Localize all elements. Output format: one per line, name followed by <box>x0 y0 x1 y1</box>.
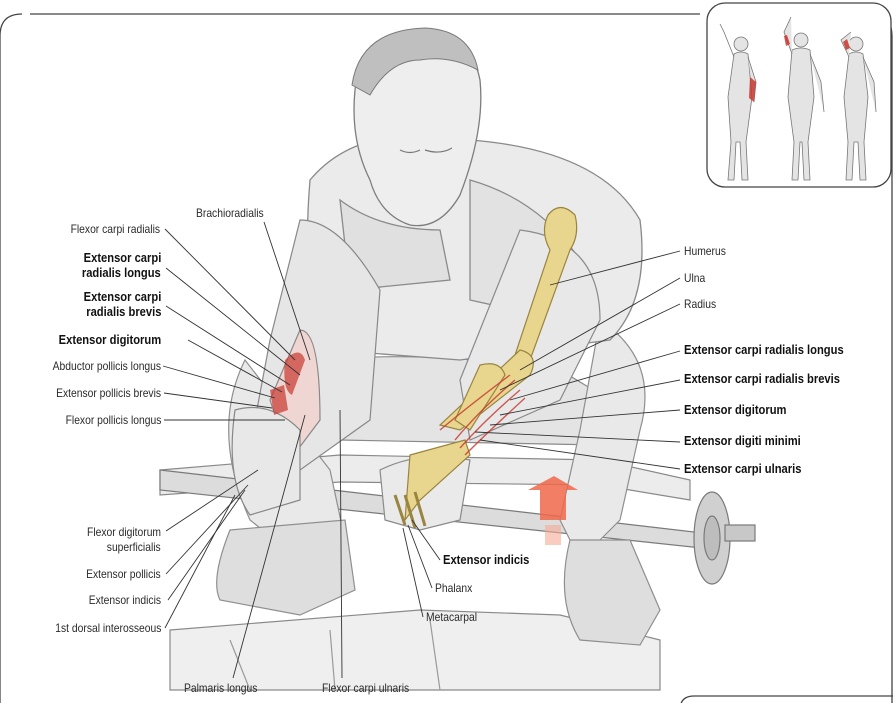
hand-bones <box>404 439 471 523</box>
label-extensor-carpi-radialis-longus-right: Extensor carpi radialis longus <box>684 342 844 357</box>
label-extensor-indicis-left: Extensor indicis <box>88 593 161 607</box>
label-metacarpal: Metacarpal <box>426 610 478 624</box>
label-extensor-carpi-radialis-brevis-2: radialis brevis <box>85 304 161 319</box>
bones <box>393 206 578 529</box>
bottom-right-corner-frame <box>679 695 893 703</box>
label-extensor-carpi-radialis-brevis-1: Extensor carpi <box>83 289 161 304</box>
label-extensor-pollicis-brevis: Extensor pollicis brevis <box>56 386 161 400</box>
left-hand <box>231 406 301 516</box>
humerus-bone <box>514 206 578 361</box>
label-extensor-carpi-radialis-longus-1: Extensor carpi <box>83 250 161 265</box>
label-ulna: Ulna <box>684 271 706 285</box>
label-abductor-pollicis-longus: Abductor pollicis longus <box>52 359 161 373</box>
label-extensor-digitorum-left: Extensor digitorum <box>58 332 161 347</box>
label-extensor-pollicis: Extensor pollicis <box>86 567 161 581</box>
label-flexor-digitorum-superficialis-1: Flexor digitorum <box>87 525 161 539</box>
right-shoe <box>563 539 661 646</box>
muscle-overview-inset <box>706 2 892 188</box>
label-flexor-digitorum-superficialis-2: superficialis <box>107 540 161 554</box>
label-humerus: Humerus <box>684 244 726 258</box>
label-extensor-carpi-radialis-longus-2: radialis longus <box>82 265 161 280</box>
left-shoe <box>216 519 356 616</box>
label-first-dorsal-interosseous: 1st dorsal interosseous <box>54 621 161 635</box>
leader-lines <box>162 221 681 679</box>
head <box>351 27 482 227</box>
movement-arrow <box>528 476 578 545</box>
label-extensor-digiti-minimi: Extensor digiti minimi <box>684 433 801 448</box>
label-brachioradialis: Brachioradialis <box>196 206 264 220</box>
label-extensor-carpi-ulnaris: Extensor carpi ulnaris <box>684 461 802 476</box>
label-extensor-indicis-center: Extensor indicis <box>443 552 530 567</box>
label-extensor-carpi-radialis-brevis-right: Extensor carpi radialis brevis <box>684 371 840 386</box>
label-flexor-carpi-ulnaris: Flexor carpi ulnaris <box>322 681 410 695</box>
label-phalanx: Phalanx <box>435 581 473 595</box>
label-flexor-carpi-radialis: Flexor carpi radialis <box>70 222 160 236</box>
label-flexor-pollicis-longus: Flexor pollicis longus <box>65 413 161 427</box>
label-radius: Radius <box>684 297 717 311</box>
label-palmaris-longus: Palmaris longus <box>184 681 258 695</box>
label-extensor-digitorum-right: Extensor digitorum <box>684 402 787 417</box>
